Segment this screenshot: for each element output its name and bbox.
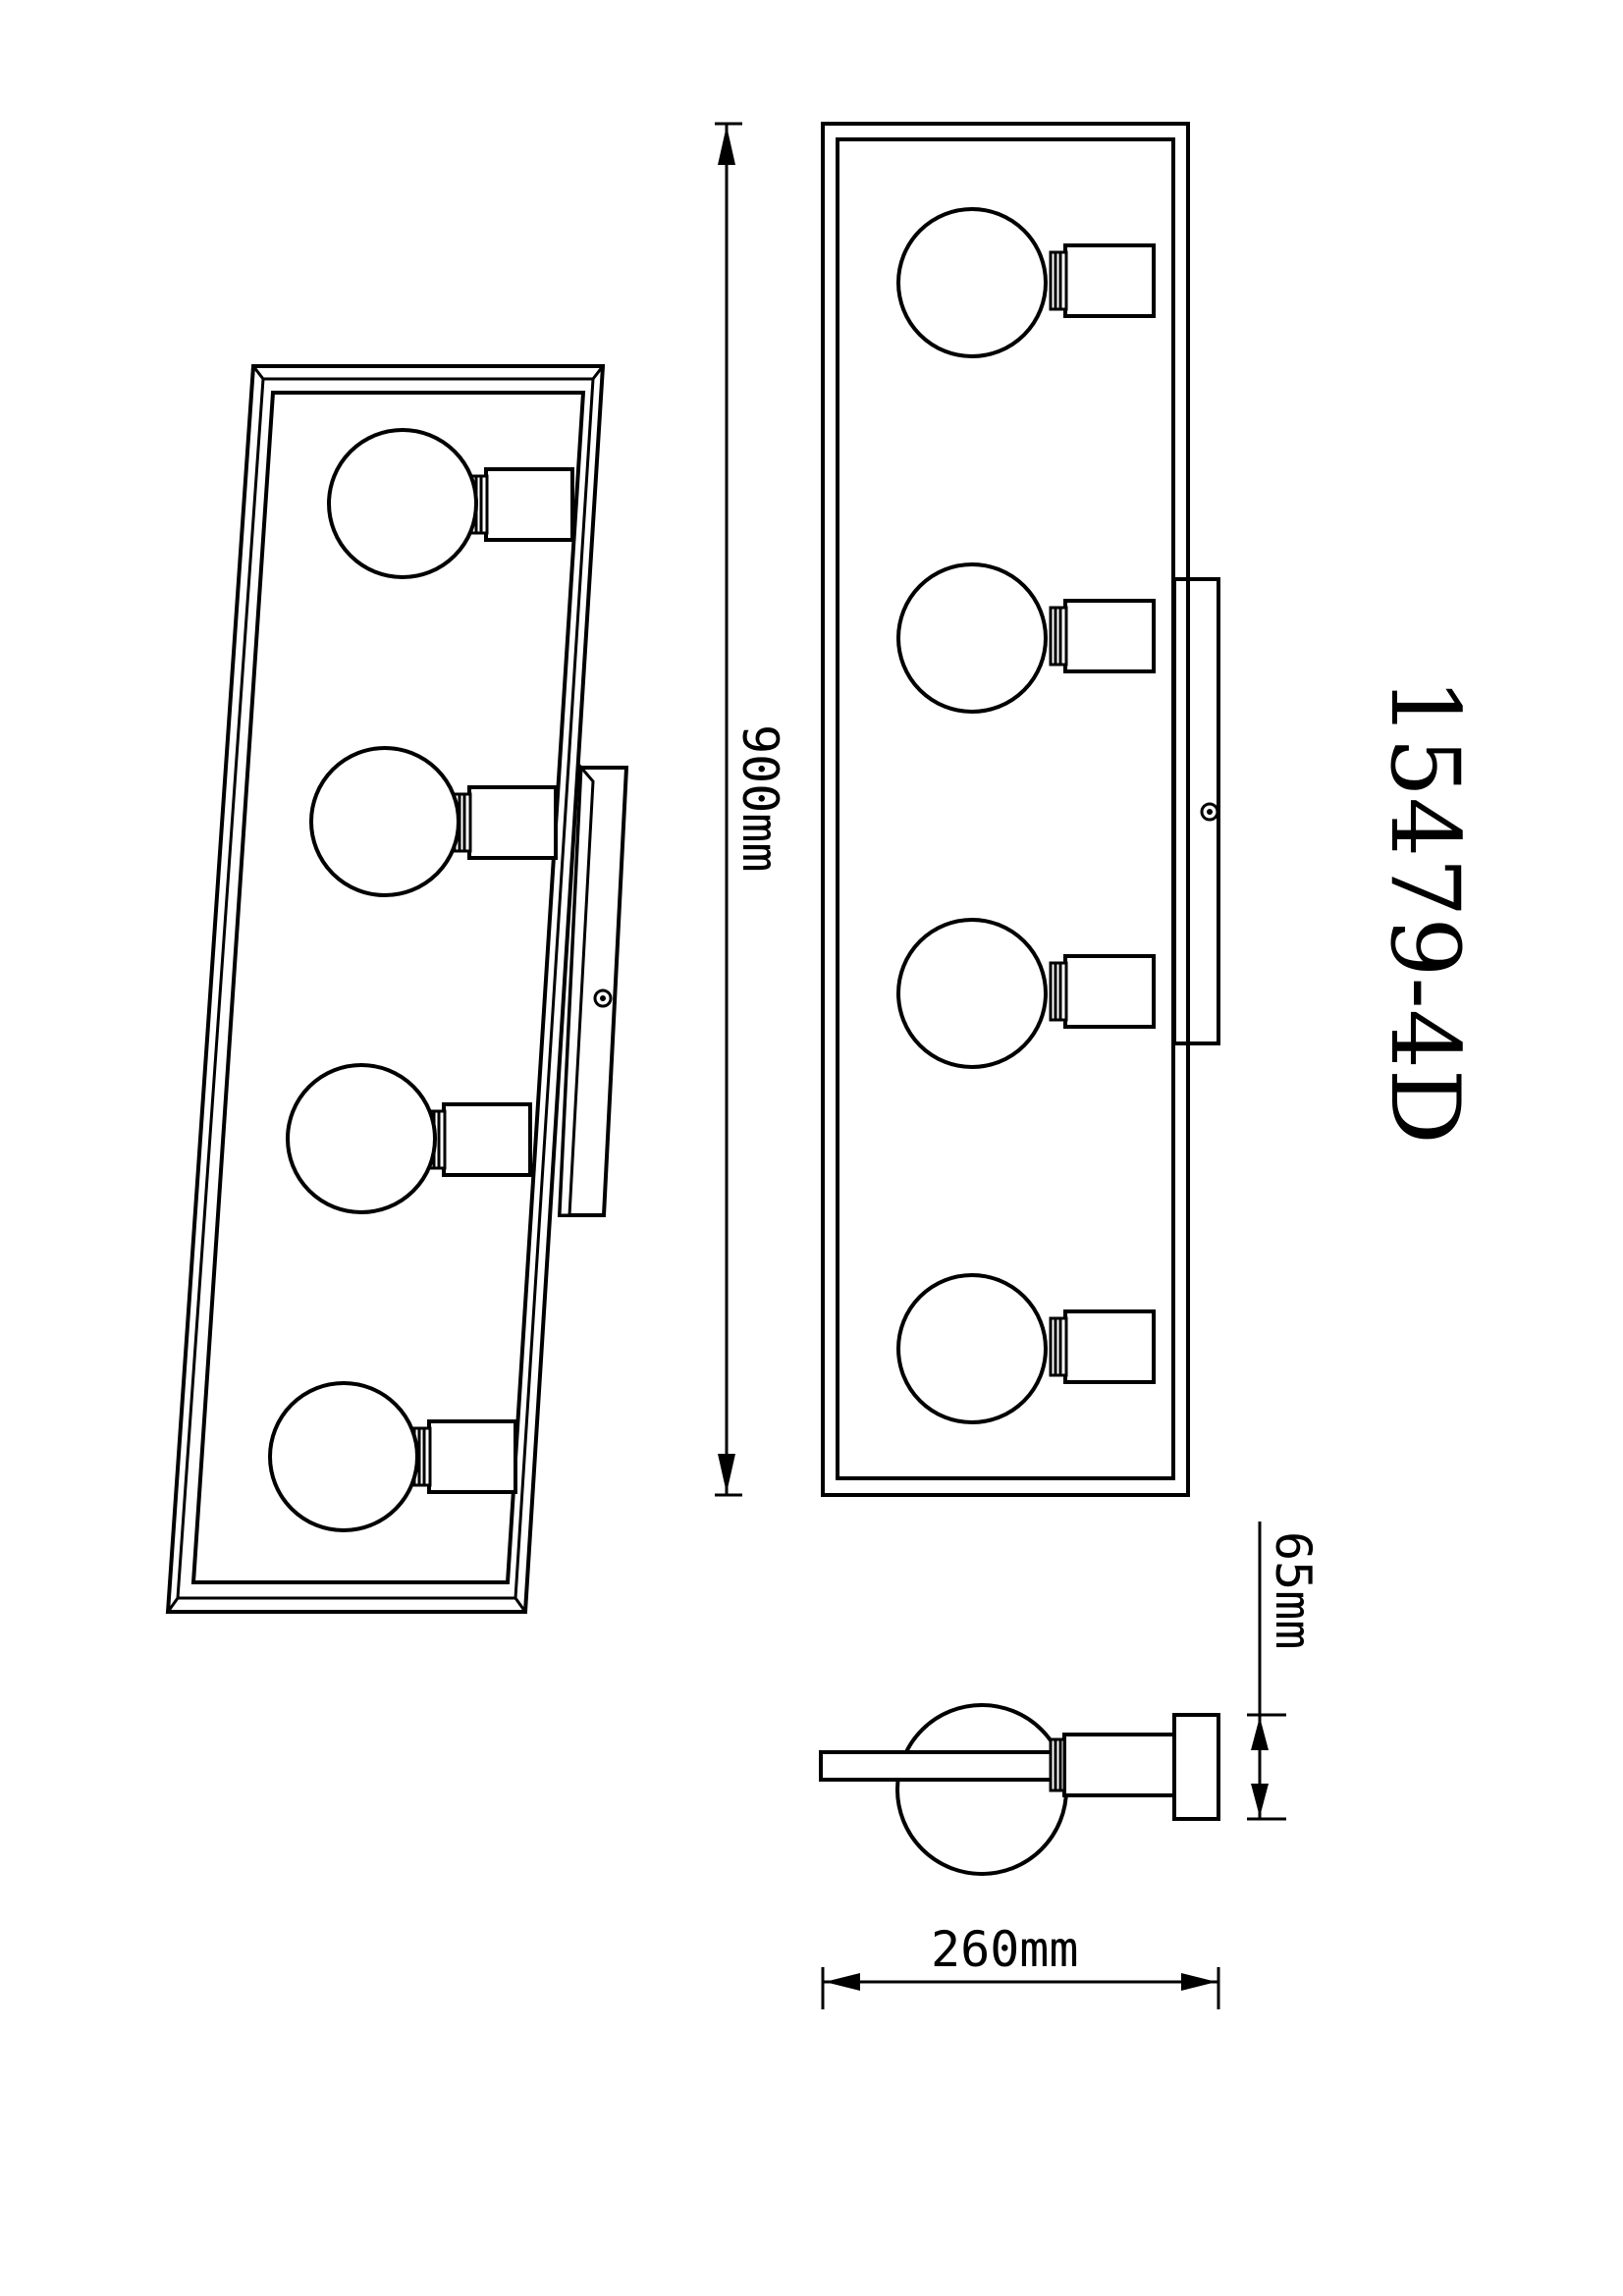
perspective-bulb <box>309 746 558 897</box>
side-backplate <box>1172 1713 1220 1821</box>
front-bulb <box>896 1273 1156 1424</box>
perspective-bulb <box>327 428 574 579</box>
perspective-bulb <box>286 1063 532 1214</box>
length-label: 900mm <box>731 724 788 873</box>
front-bulb <box>896 562 1156 714</box>
depth-dimension: 65mm <box>1247 1522 1322 1821</box>
front-mount-screw <box>1200 802 1219 822</box>
length-dimension: 900mm <box>715 122 788 1497</box>
perspective-inner-frame <box>190 391 586 1584</box>
model-number: 15479-4D <box>1370 677 1480 1145</box>
perspective-mount-screw <box>593 988 613 1008</box>
width-dimension: 260mm <box>821 1921 1220 2009</box>
side-view <box>819 1703 1220 1876</box>
front-bulb <box>896 207 1156 358</box>
perspective-bulb <box>268 1381 517 1532</box>
front-outer-frame <box>821 122 1190 1497</box>
front-view <box>821 122 1220 1497</box>
front-bulb <box>896 918 1156 1069</box>
width-label: 260mm <box>931 1921 1079 1978</box>
perspective-view <box>165 364 629 1614</box>
depth-label: 65mm <box>1265 1531 1322 1649</box>
